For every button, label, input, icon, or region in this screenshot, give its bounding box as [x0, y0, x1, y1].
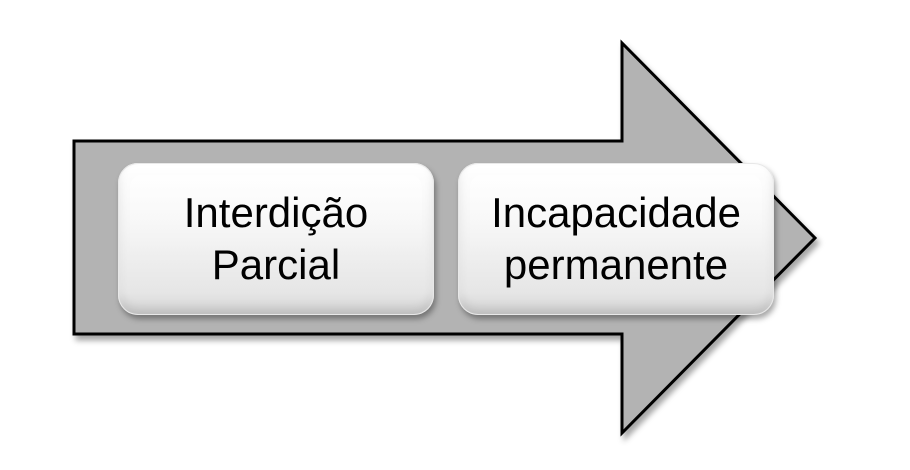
step-box-incapacidade-permanente: Incapacidade permanente [458, 163, 774, 315]
step-label: Interdição Parcial [183, 189, 369, 288]
step-box-interdicao-parcial: Interdição Parcial [118, 163, 434, 315]
arrow-body [72, 39, 818, 437]
step-label: Incapacidade permanente [491, 189, 741, 288]
